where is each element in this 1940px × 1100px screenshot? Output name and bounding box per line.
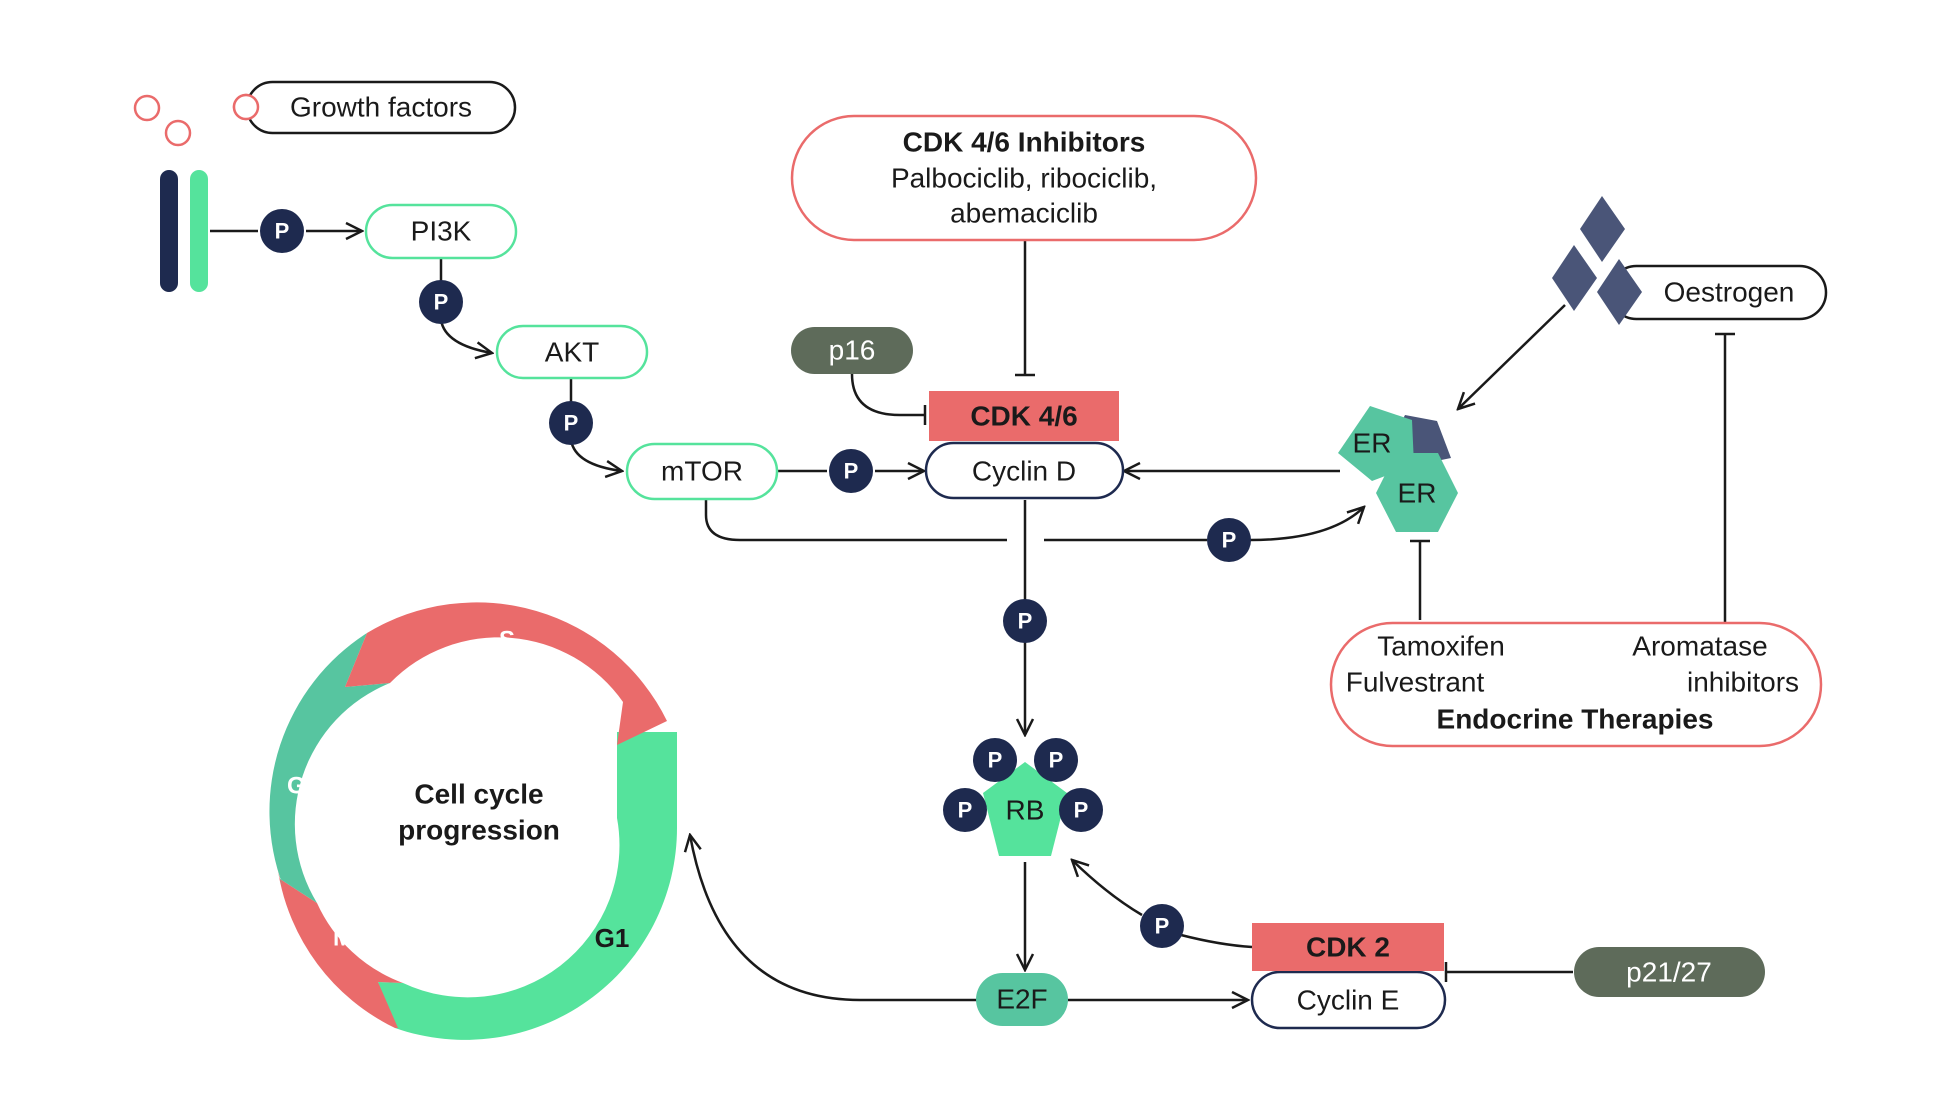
endocrine-therapies-title: Endocrine Therapies [1437,704,1714,735]
cell-cycle-wheel: S G2 M G1 Cell cycle progression [269,602,678,1040]
svg-text:P: P [564,411,579,436]
phospho-marker-cyclind: P [1003,599,1047,643]
er-bottom [1376,453,1458,532]
cdk46-inhibitors-line1: Palbociclib, ribociclib, [891,163,1157,194]
svg-text:P: P [844,459,859,484]
cyclin-d-label: Cyclin D [972,456,1076,487]
akt-to-mtor-arrow [569,439,622,471]
cell-cycle-phase-m [278,871,403,1028]
cdk2-label: CDK 2 [1306,932,1390,963]
er-dimer: ER ER [1338,406,1458,532]
svg-text:P: P [958,798,973,823]
receptor-navy-bar [160,170,178,292]
akt-label: AKT [545,337,599,368]
rb-label: RB [1006,795,1045,826]
phase-s-label: S [499,627,515,654]
p16-to-cdk46-line [850,373,925,417]
cdk46-inhibitors-line2: abemaciclib [950,198,1098,229]
svg-text:P: P [988,748,1003,773]
tamoxifen-label: Tamoxifen [1377,631,1505,662]
cdk46-label: CDK 4/6 [970,401,1077,432]
svg-text:P: P [1018,609,1033,634]
phospho-marker-rb-1: P [973,738,1017,782]
phospho-markers: P P P P P P P P [260,209,1251,948]
e2f-label: E2F [996,984,1047,1015]
inhibitors-label: inhibitors [1687,667,1799,698]
cdk46-inhibitors-title: CDK 4/6 Inhibitors [903,127,1146,158]
phospho-marker-cdk2: P [1140,904,1184,948]
oestrogen-to-er-arrow [1458,304,1566,409]
svg-text:P: P [1049,748,1064,773]
oestrogen-molecule-left [1552,245,1597,311]
growth-factor-molecule-1 [133,94,161,122]
cell-cycle-phase-s [345,602,667,745]
cdk2-to-rb-line [1180,933,1253,949]
rb-node: RB [983,762,1067,856]
receptor-mint-bar [190,170,208,292]
mtor-node: mTOR [625,442,779,501]
mtor-to-er-line [704,500,1007,542]
er-top-label: ER [1353,428,1392,459]
phase-g1-label: G1 [595,923,630,953]
svg-text:P: P [275,219,290,244]
pi3k-label: PI3K [411,216,472,247]
oestrogen-molecule-right [1597,259,1642,325]
akt-node: AKT [495,324,649,380]
pi3k-to-akt-arrow [439,319,492,353]
mtor-to-er-arrow [1249,507,1364,542]
cyclin-e-label: Cyclin E [1297,985,1400,1016]
svg-text:P: P [434,290,449,315]
oestrogen-molecule-top [1580,196,1625,262]
e2f-node: E2F [976,973,1068,1026]
phase-m-label: M [333,925,353,952]
phospho-marker-er: P [1207,518,1251,562]
p21-27-node: p21/27 [1574,947,1765,997]
aromatase-label: Aromatase [1632,631,1767,662]
growth-factors-label: Growth factors [290,92,472,123]
cdk46-inhibitors-node: CDK 4/6 Inhibitors Palbociclib, ribocicl… [790,114,1258,242]
e2f-to-cellcycle-arrow [690,835,978,1002]
phospho-marker-mtor: P [829,449,873,493]
cell-cycle-title-line2: progression [398,815,560,846]
growth-factor-molecule-2 [164,119,192,147]
mtor-label: mTOR [661,456,743,487]
phospho-marker-rb-2: P [1034,738,1078,782]
phospho-marker-rb-4: P [1059,788,1103,832]
cell-cycle-phase-g2 [269,633,390,903]
phase-g2-label: G2 [287,773,319,800]
er-bottom-label: ER [1398,478,1437,509]
svg-text:P: P [1222,528,1237,553]
phospho-marker-pi3k: P [419,280,463,324]
pi3k-node: PI3K [364,203,518,260]
cdk46-cyclind-complex: CDK 4/6 Cyclin D [924,391,1125,500]
cdk2-cycline-complex: CDK 2 Cyclin E [1250,923,1447,1030]
growth-factors-node: Growth factors [245,80,517,135]
svg-text:P: P [1074,798,1089,823]
endocrine-therapies-node: Tamoxifen Fulvestrant Aromatase inhibito… [1329,621,1823,748]
fulvestrant-label: Fulvestrant [1346,667,1485,698]
cell-cycle-phase-g1 [378,732,678,1040]
oestrogen-label: Oestrogen [1664,277,1795,308]
phospho-marker-receptor: P [260,209,304,253]
phospho-marker-rb-3: P [943,788,987,832]
p21-27-label: p21/27 [1626,957,1712,988]
p16-label: p16 [829,335,876,366]
svg-text:P: P [1155,914,1170,939]
oestrogen-node: Oestrogen [1608,264,1828,321]
phospho-marker-akt: P [549,401,593,445]
cell-cycle-title-line1: Cell cycle [414,779,543,810]
cdk2-to-rb-arrow [1072,860,1143,917]
oestrogen-molecules [1552,196,1642,325]
p16-node: p16 [791,327,913,374]
